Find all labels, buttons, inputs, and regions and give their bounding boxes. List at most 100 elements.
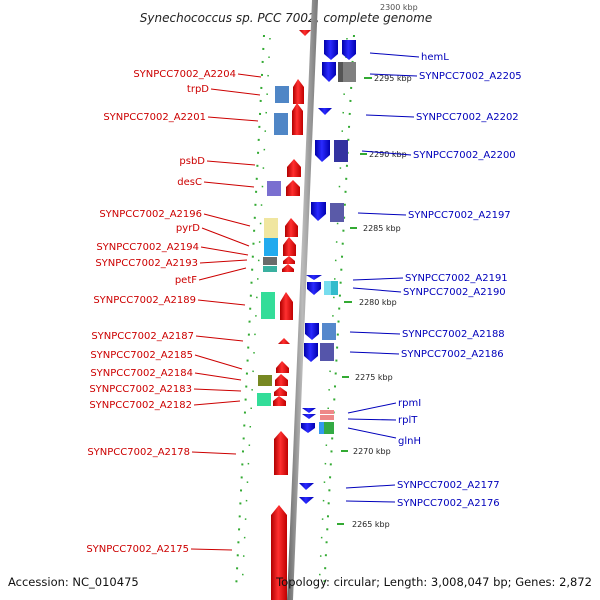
gene-label-right: hemL [369,52,449,63]
gene-label-right: SYNPCC7002_A2191 [352,273,508,284]
gene-label-left: petF [175,267,247,286]
svg-text:rpmI: rpmI [398,398,421,409]
gene-label-left: psbD [179,156,256,167]
gene-A2177-arrow [299,483,314,490]
svg-text:hemL: hemL [421,52,449,63]
right-labels[interactable]: hemL SYNPCC7002_A2205 SYNPCC7002_A2202 S… [345,52,522,509]
gene-A2185-arrow [276,361,289,373]
gene-label-left: SYNPCC7002_A2182 [89,400,241,411]
gene-psbD-arrow [287,159,301,177]
gene-A2188-arrow [305,323,319,340]
forward-strand-genes[interactable] [299,40,356,504]
scale-markers: 2295 kbp 2290 kbp 2285 kbp 2280 kbp 2275… [337,74,412,529]
top-scale-label: 2300 kbp [380,3,418,12]
svg-text:SYNPCC7002_A2187: SYNPCC7002_A2187 [91,331,194,342]
gene-A2189-arrow [280,292,293,320]
gene-label-left: SYNPCC7002_A2187 [91,331,244,342]
svg-text:SYNPCC7002_A2205: SYNPCC7002_A2205 [419,71,522,82]
gene-label-left: SYNPCC7002_A2178 [87,447,237,458]
gene-label-left: trpD [187,84,261,96]
gene-A2197-arrow [311,202,326,221]
svg-text:SYNPCC7002_A2200: SYNPCC7002_A2200 [413,150,516,161]
gene-A2200-arrow [315,140,330,162]
svg-text:SYNPCC7002_A2202: SYNPCC7002_A2202 [416,112,519,123]
gene-label-left: SYNPCC7002_A2175 [86,544,233,555]
left-labels[interactable]: SYNPCC7002_A2204 trpD SYNPCC7002_A2201 p… [86,69,262,555]
gene-A2202-arrow [318,108,332,115]
svg-text:SYNPCC7002_A2176: SYNPCC7002_A2176 [397,498,500,509]
gene-glnH-arrow [301,423,315,433]
gene-A2187-arrow [278,338,290,344]
svg-text:SYNPCC7002_A2189: SYNPCC7002_A2189 [93,295,196,306]
gene-A2178-arrow [274,431,288,475]
svg-text:2280 kbp: 2280 kbp [359,298,397,307]
svg-text:SYNPCC7002_A2184: SYNPCC7002_A2184 [90,368,193,379]
gene-A2182-arrow [273,396,286,406]
accession-label: Accession: NC_010475 [8,575,139,589]
gene-label-right: SYNPCC7002_A2200 [361,150,516,161]
svg-text:SYNPCC7002_A2196: SYNPCC7002_A2196 [99,209,202,220]
svg-text:SYNPCC7002_A2190: SYNPCC7002_A2190 [403,287,506,298]
gene-A2201-arrow [292,103,303,135]
reverse-strand-genes[interactable] [271,30,311,600]
scale-marker: 2290 kbp [360,150,407,159]
genome-summary: Topology: circular; Length: 3,008,047 bp… [275,575,592,589]
gene-A2175-arrow [271,505,287,600]
gene-A2194-arrow [283,256,295,264]
scale-marker: 2295 kbp [364,74,412,83]
svg-text:SYNPCC7002_A2193: SYNPCC7002_A2193 [95,258,198,269]
svg-text:petF: petF [175,275,197,286]
svg-text:trpD: trpD [187,84,209,95]
gene-rpmI-arrow [302,408,316,413]
gene-label-left: SYNPCC7002_A2184 [90,368,242,381]
gene-A2191-arrow-b [307,282,321,295]
svg-text:2295 kbp: 2295 kbp [374,74,412,83]
gene-A2196-arrow [285,218,298,237]
gene-label-left: SYNPCC7002_A2194 [96,242,249,256]
svg-text:SYNPCC7002_A2201: SYNPCC7002_A2201 [103,112,206,123]
gene-label-right: SYNPCC7002_A2205 [369,71,522,82]
svg-text:pyrD: pyrD [176,223,200,234]
gene-label-right: SYNPCC7002_A2176 [345,498,500,509]
gene-hemL-arrow-2 [342,40,356,60]
gene-label-left: pyrD [176,223,250,247]
gene-desC-arrow [286,180,300,196]
svg-text:SYNPCC7002_A2175: SYNPCC7002_A2175 [86,544,189,555]
svg-text:2285 kbp: 2285 kbp [363,224,401,233]
gene-A2183-arrow [274,387,287,396]
map-title: Synechococcus sp. PCC 7002, complete gen… [140,11,432,25]
gene-label-right: SYNPCC7002_A2197 [357,210,511,221]
svg-text:2290 kbp: 2290 kbp [369,150,407,159]
gene-A2191-arrow [306,275,322,280]
gene-label-right: rpmI [347,398,421,414]
gene-label-right: SYNPCC7002_A2186 [349,349,504,360]
svg-text:glnH: glnH [398,436,421,447]
scale-marker: 2285 kbp [350,224,401,233]
gene-label-left: SYNPCC7002_A2185 [90,350,243,370]
gene-label-left: SYNPCC7002_A2193 [95,258,248,269]
gene-label-right: SYNPCC7002_A2202 [365,112,519,123]
svg-text:2265 kbp: 2265 kbp [352,520,390,529]
gene-pyrD-arrow [283,237,296,256]
scale-marker: 2280 kbp [344,298,397,307]
svg-text:SYNPCC7002_A2191: SYNPCC7002_A2191 [405,273,508,284]
svg-text:SYNPCC7002_A2185: SYNPCC7002_A2185 [90,350,193,361]
gene-label-left: SYNPCC7002_A2196 [99,209,251,227]
svg-text:SYNPCC7002_A2194: SYNPCC7002_A2194 [96,242,199,253]
gene-label-right: glnH [347,427,421,447]
svg-text:2270 kbp: 2270 kbp [353,447,391,456]
gene-petF-arrow [282,264,294,272]
gene-top-partial [299,30,311,36]
svg-text:2275 kbp: 2275 kbp [355,373,393,382]
svg-text:SYNPCC7002_A2186: SYNPCC7002_A2186 [401,349,504,360]
feature-boxes [257,62,356,434]
scale-marker: 2265 kbp [337,520,390,529]
svg-text:SYNPCC7002_A2182: SYNPCC7002_A2182 [89,400,192,411]
gene-trpD-arrow [293,79,304,104]
track-dots [235,34,355,591]
gene-label-left: desC [177,177,255,188]
gene-A2205-arrow [322,62,336,82]
genome-backbone [287,0,318,600]
gene-label-left: SYNPCC7002_A2189 [93,295,246,306]
